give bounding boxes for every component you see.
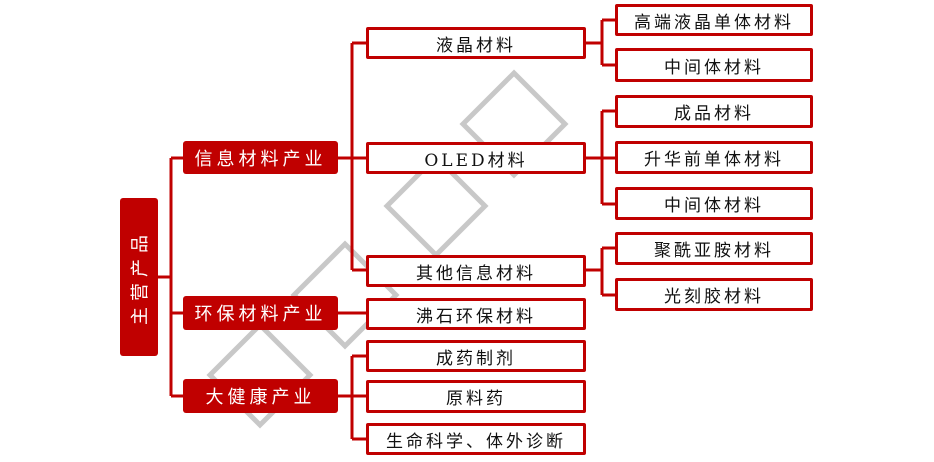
product-oled-pre-sublimation: 升华前单体材料 (615, 141, 813, 174)
category-oled-materials: OLED材料 (366, 142, 586, 174)
product-label: 中间体材料 (664, 57, 764, 78)
product-label: 成品材料 (674, 104, 754, 124)
product-label: 光刻胶材料 (664, 287, 764, 307)
industry-label: 信息材料产业 (194, 148, 327, 170)
root-label: 主营产品 (130, 229, 151, 325)
product-oled-intermediate: 中间体材料 (615, 187, 813, 220)
category-label: 液晶材料 (436, 35, 516, 56)
category-label: 原料药 (446, 389, 506, 409)
category-label: 生命科学、体外诊断 (386, 431, 566, 452)
watermark-diamond (459, 69, 569, 179)
category-label: 沸石环保材料 (416, 306, 536, 327)
product-label: 中间体材料 (664, 196, 764, 216)
industry-health: 大健康产业 (183, 379, 338, 413)
category-life-science-ivd: 生命科学、体外诊断 (366, 423, 586, 455)
product-label: 聚酰亚胺材料 (654, 241, 774, 261)
product-oled-finished: 成品材料 (615, 95, 813, 128)
industry-label: 大健康产业 (205, 387, 316, 408)
product-label: 高端液晶单体材料 (634, 12, 794, 33)
industry-label: 环保材料产业 (194, 304, 327, 325)
product-photoresist: 光刻胶材料 (615, 278, 813, 311)
product-high-end-lc-monomer: 高端液晶单体材料 (615, 4, 813, 36)
category-lcd-materials: 液晶材料 (366, 27, 586, 59)
product-lcd-intermediate: 中间体材料 (615, 48, 813, 82)
product-polyimide: 聚酰亚胺材料 (615, 232, 813, 265)
root-node: 主营产品 (120, 198, 158, 356)
category-zeolite-materials: 沸石环保材料 (366, 298, 586, 330)
industry-info-materials: 信息材料产业 (183, 141, 338, 174)
category-label: 成药制剂 (436, 348, 516, 369)
product-label: 升华前单体材料 (644, 150, 784, 170)
category-api: 原料药 (366, 380, 586, 413)
category-drug-formulations: 成药制剂 (366, 340, 586, 372)
category-other-info-materials: 其他信息材料 (366, 255, 586, 287)
category-label: 其他信息材料 (416, 263, 536, 284)
watermark-diamond (206, 321, 314, 429)
industry-environmental-materials: 环保材料产业 (183, 296, 338, 330)
category-label: OLED材料 (424, 150, 528, 171)
